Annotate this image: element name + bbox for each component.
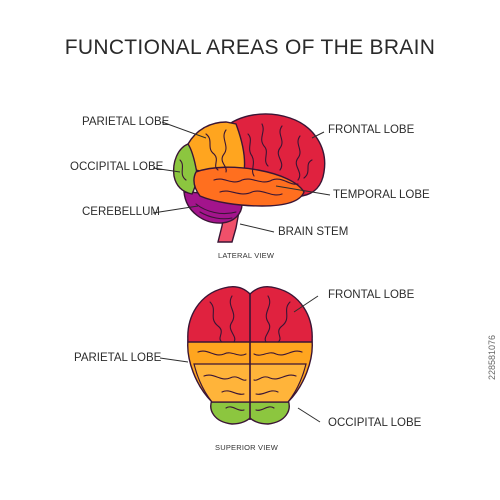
page-title: FUNCTIONAL AREAS OF THE BRAIN — [64, 36, 436, 59]
leader-line-superior-parietal — [159, 357, 189, 363]
label-lateral-cerebellum: CEREBELLUM — [82, 206, 160, 218]
leader-line-occipital — [152, 167, 181, 173]
superior-leader-lines — [159, 295, 321, 423]
leader-line-brain-stem — [239, 223, 275, 233]
leader-line-superior-frontal — [293, 295, 319, 313]
label-lateral-frontal: FRONTAL LOBE — [328, 124, 415, 136]
stock-id-watermark: 228581076 — [487, 334, 497, 380]
leader-line-superior-occipital — [297, 407, 321, 423]
label-superior-frontal: FRONTAL LOBE — [328, 289, 415, 301]
lateral-occipital-lobe — [172, 143, 198, 195]
label-lateral-temporal: TEMPORAL LOBE — [333, 189, 430, 201]
label-lateral-parietal: PARIETAL LOBE — [82, 116, 170, 128]
label-lateral-brain-stem: BRAIN STEM — [278, 226, 349, 238]
lateral-brain — [172, 113, 326, 243]
superior-brain — [187, 285, 313, 425]
label-lateral-occipital: OCCIPITAL LOBE — [70, 161, 164, 173]
label-superior-parietal: PARIETAL LOBE — [74, 352, 162, 364]
leader-line-cerebellum — [152, 205, 199, 214]
leader-line-parietal — [161, 121, 207, 139]
leader-line-frontal — [311, 131, 325, 139]
lateral-leader-lines — [152, 121, 331, 233]
lateral-view-caption: LATERAL VIEW — [218, 251, 275, 260]
label-superior-occipital: OCCIPITAL LOBE — [328, 417, 422, 429]
superior-view-caption: SUPERIOR VIEW — [215, 443, 279, 452]
leader-line-temporal — [275, 185, 331, 196]
